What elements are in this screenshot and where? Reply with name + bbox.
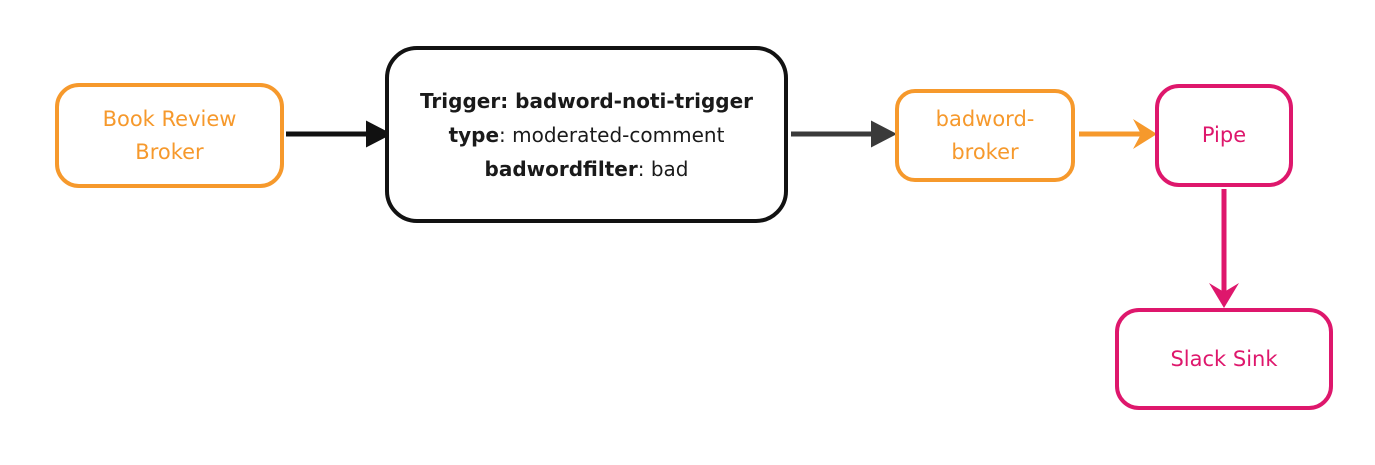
trigger-type-key: type: [448, 122, 500, 147]
node-slack-sink-label: Slack Sink: [1170, 346, 1278, 371]
node-book-review-broker: Book Review Broker: [55, 83, 284, 188]
node-badword-broker: badword- broker: [895, 89, 1075, 182]
node-badword-broker-label-line2: broker: [951, 139, 1019, 164]
node-book-review-broker-label-line1: Book Review: [102, 106, 237, 131]
trigger-line-badwordfilter: badwordfilter: bad: [485, 152, 689, 186]
trigger-type-value: : moderated-comment: [499, 122, 725, 147]
arrow-trigger-to-badword-broker: [791, 120, 897, 148]
trigger-line-name: Trigger: badword-noti-trigger: [420, 84, 753, 118]
node-badword-broker-label-line1: badword-: [935, 106, 1035, 131]
trigger-line-type: type: moderated-comment: [449, 118, 725, 152]
node-book-review-broker-label-line2: Broker: [135, 139, 204, 164]
trigger-badwordfilter-key: badwordfilter: [484, 156, 638, 181]
node-pipe: Pipe: [1155, 84, 1293, 187]
arrow-book-review-broker-to-trigger: [286, 120, 392, 148]
arrow-pipe-to-slack-sink: [1209, 189, 1239, 308]
trigger-badwordfilter-value: : bad: [637, 156, 689, 181]
node-trigger: Trigger: badword-noti-trigger type: mode…: [385, 46, 788, 223]
node-slack-sink: Slack Sink: [1115, 308, 1333, 410]
trigger-name-bold: Trigger: badword-noti-trigger: [419, 88, 754, 113]
arrow-badword-broker-to-pipe: [1079, 119, 1157, 149]
node-pipe-label: Pipe: [1201, 123, 1247, 147]
